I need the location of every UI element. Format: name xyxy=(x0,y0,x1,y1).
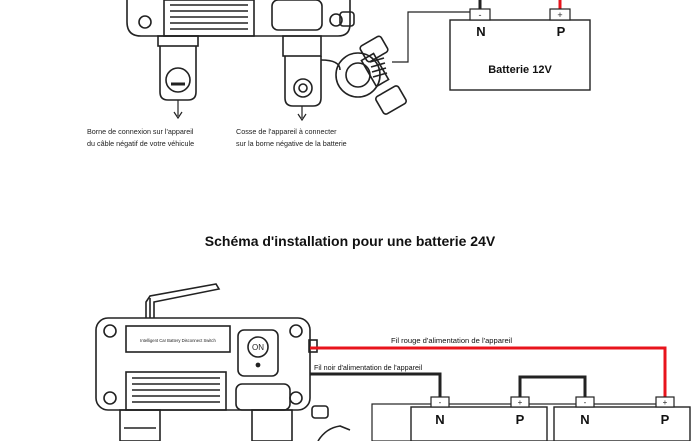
battery2-minus-sign: - xyxy=(584,398,587,407)
battery2-plus-sign: + xyxy=(663,398,668,407)
section-title-24v: Schéma d'installation pour une batterie … xyxy=(205,233,496,249)
caption-clamp-line1: Cosse de l'appareil à connecter xyxy=(236,127,337,136)
battery2-terminal-p: P xyxy=(661,412,670,427)
battery1-terminal-p: P xyxy=(516,412,525,427)
battery1-terminal-n: N xyxy=(435,412,444,427)
caption-clamp-line2: sur la borne négative de la batterie xyxy=(236,139,347,148)
device-24v xyxy=(95,283,351,441)
battery2-terminal-n: N xyxy=(580,412,589,427)
device-brand-label: Intelligent Car Battery Disconnect Switc… xyxy=(140,338,216,343)
battery-12v: - + N P Batterie 12V xyxy=(449,8,591,91)
battery-label: Batterie 12V xyxy=(488,64,552,76)
top-captions: Borne de connexion sur l'appareil du câb… xyxy=(87,127,347,148)
battery-terminal-n: N xyxy=(476,24,485,39)
negative-cable-terminal xyxy=(157,35,199,120)
black-wire-label: Fil noir d'alimentation de l'appareil xyxy=(314,363,423,372)
battery-plus-sign: + xyxy=(557,10,562,20)
battery1-plus-sign: + xyxy=(518,398,523,407)
battery-minus-sign: - xyxy=(479,10,482,20)
battery-terminal-p: P xyxy=(557,24,566,39)
caption-negative-terminal-line1: Borne de connexion sur l'appareil xyxy=(87,127,194,136)
bottom-wires xyxy=(310,346,667,400)
battery-24v-group: - + - + N P N P xyxy=(371,396,691,441)
battery-clamp xyxy=(282,35,407,122)
caption-negative-terminal-line2: du câble négatif de votre véhicule xyxy=(87,139,194,148)
battery1-minus-sign: - xyxy=(439,398,442,407)
device-24v-text: Intelligent Car Battery Disconnect Switc… xyxy=(140,338,264,352)
top-device-fragment xyxy=(126,0,355,37)
red-wire-label: Fil rouge d'alimentation de l'appareil xyxy=(391,336,512,345)
on-button-label: ON xyxy=(252,343,264,352)
